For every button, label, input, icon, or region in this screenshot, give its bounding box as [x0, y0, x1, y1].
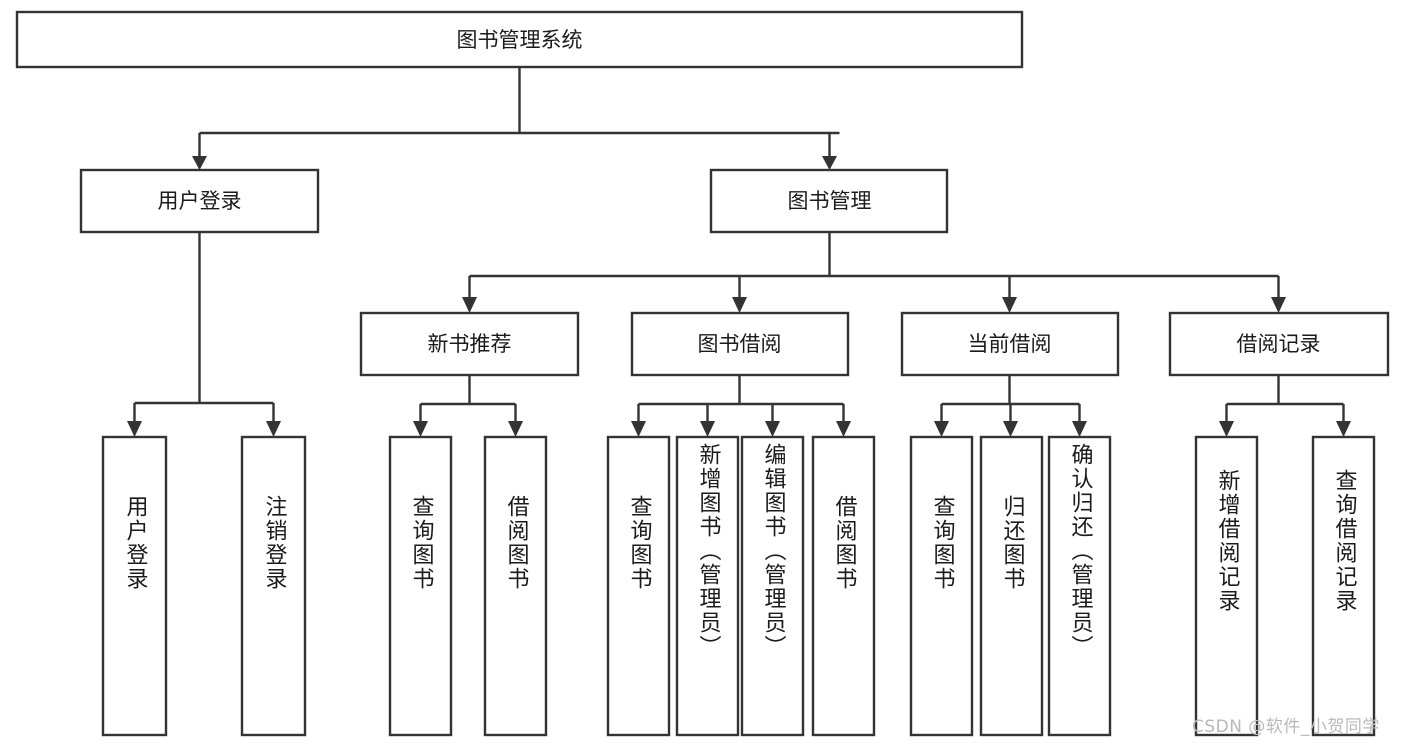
node-borrow-record[interactable]: 借阅记录 [1168, 311, 1390, 377]
node-user-login[interactable]: 用户登录 [79, 168, 320, 234]
connector-group-borrow [631, 375, 851, 437]
connector-group-current-borrow [934, 375, 1087, 437]
leaf-boxes [101, 435, 1376, 737]
arrow-to-new-book [462, 297, 477, 313]
node-new-book-recommend-box [359, 311, 580, 377]
arrow-root-to-user-login [192, 156, 207, 170]
leaf-box-borrow-book[interactable] [811, 435, 876, 737]
node-book-mgmt[interactable]: 图书管理 [709, 168, 949, 234]
node-new-book-recommend[interactable]: 新书推荐 [359, 311, 580, 377]
node-root-label: 图书管理系统 [457, 28, 583, 52]
arrow-current-borrow-leaf2 [1003, 421, 1018, 437]
arrow-borrow-leaf2 [700, 421, 715, 437]
leaf-box-query-book-current[interactable] [909, 435, 974, 737]
arrow-current-borrow-leaf3 [1072, 421, 1087, 437]
node-root[interactable]: 图书管理系统 [15, 10, 1024, 69]
leaf-box-query-book-recommend[interactable] [388, 435, 453, 737]
node-book-mgmt-label: 图书管理 [788, 189, 872, 213]
node-root-box [15, 10, 1024, 69]
connector-group-user-login [127, 232, 281, 437]
arrow-to-current-borrow [1002, 297, 1017, 313]
arrow-root-to-book-mgmt [822, 156, 837, 170]
node-book-mgmt-box [709, 168, 949, 234]
leaf-box-return-book[interactable] [979, 435, 1044, 737]
leaf-box-borrow-book-recommend[interactable] [483, 435, 548, 737]
arrow-borrow-leaf1 [631, 421, 646, 437]
leaf-box-add-borrow-record[interactable] [1194, 435, 1259, 737]
arrow-borrow-leaf4 [836, 421, 851, 437]
arrow-user-login-leaf1 [127, 421, 142, 437]
node-book-borrow[interactable]: 图书借阅 [630, 311, 850, 377]
node-current-borrow-box [900, 311, 1120, 377]
arrow-to-borrow-record [1271, 297, 1286, 313]
node-user-login-box [79, 168, 320, 234]
connector-group-root [192, 67, 840, 170]
node-current-borrow[interactable]: 当前借阅 [900, 311, 1120, 377]
node-new-book-recommend-label: 新书推荐 [428, 332, 512, 356]
arrow-current-borrow-leaf1 [934, 421, 949, 437]
arrow-borrow-record-leaf1 [1219, 421, 1234, 437]
leaf-box-query-book-borrow[interactable] [606, 435, 671, 737]
leaf-box-user-login[interactable] [101, 435, 168, 737]
node-user-login-label: 用户登录 [158, 189, 242, 213]
arrow-to-borrow [732, 297, 747, 313]
node-book-borrow-box [630, 311, 850, 377]
leaf-box-logout[interactable] [240, 435, 307, 737]
connector-group-borrow-record [1219, 375, 1351, 437]
arrow-new-book-leaf2 [508, 421, 523, 437]
node-book-borrow-label: 图书借阅 [698, 332, 782, 356]
leaf-box-add-book-admin[interactable] [675, 435, 740, 737]
arrow-new-book-leaf1 [413, 421, 428, 437]
connector-group-new-book [413, 375, 523, 437]
node-borrow-record-label: 借阅记录 [1237, 332, 1321, 356]
leaf-box-edit-book-admin[interactable] [740, 435, 805, 737]
leaf-box-confirm-return-admin[interactable] [1047, 435, 1112, 737]
leaf-box-query-borrow-record[interactable] [1311, 435, 1376, 737]
arrow-user-login-leaf2 [266, 421, 281, 437]
csdn-watermark: CSDN @软件_小贺同学 [1192, 717, 1380, 737]
arrow-borrow-leaf3 [765, 421, 780, 437]
arrow-borrow-record-leaf2 [1336, 421, 1351, 437]
node-borrow-record-box [1168, 311, 1390, 377]
node-current-borrow-label: 当前借阅 [968, 332, 1052, 356]
connector-group-book-mgmt [462, 232, 1286, 313]
